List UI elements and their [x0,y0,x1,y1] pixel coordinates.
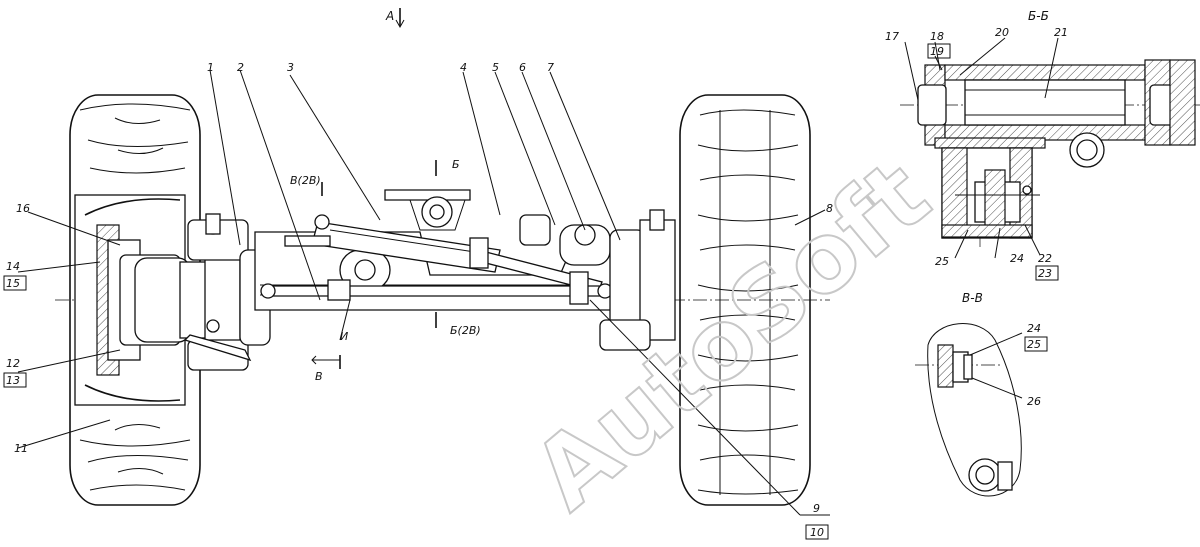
right-wheel [679,94,811,506]
callout-22: 22 [1038,252,1052,265]
callout-16: 16 [16,202,30,215]
callout-6: 6 [519,61,526,74]
callout-13: 13 [6,374,20,387]
mark-i: И [340,330,348,343]
left-hub-assembly [134,213,271,371]
callout-19-box [927,43,951,59]
callout-24: 24 [1010,252,1024,265]
callout-11: 11 [14,442,28,455]
section-markers [311,8,437,369]
callout-9: 9 [813,502,820,515]
callout-26: 26 [1027,395,1041,408]
callout-23: 23 [1038,267,1052,280]
section-bb-drawing [900,59,1200,250]
callout-10: 10 [810,526,824,539]
right-tire-tread [697,109,799,495]
callout-17: 17 [885,30,899,43]
callout-24-vv: 24 [1027,322,1041,335]
section-vv-title: В-В [962,291,983,305]
section-bb-title: Б-Б [1028,9,1049,23]
mark-v-bottom: В [315,370,323,383]
callout-13-box [3,372,27,388]
tie-rod [260,271,613,305]
leader-lines [17,69,830,516]
callout-3: 3 [287,61,294,74]
callout-21: 21 [1054,26,1068,39]
section-vv-leaders [969,332,1023,399]
callout-18: 18 [930,30,944,43]
callout-12: 12 [6,357,20,370]
callout-25-vv-box [1024,336,1048,352]
callout-20: 20 [995,26,1009,39]
callout-4: 4 [460,61,467,74]
callout-7: 7 [547,61,554,74]
watermark: AutoSoft [512,139,950,532]
view-a-label: А [385,9,394,23]
callout-8: 8 [826,202,833,215]
section-bb-leaders [904,37,1059,259]
left-tire-tread [79,103,191,491]
callout-2: 2 [237,61,244,74]
callout-25: 25 [935,255,949,268]
callout-14: 14 [6,260,20,273]
callout-19: 19 [930,45,944,58]
callout-1: 1 [207,61,214,74]
mark-v-top: В(2В) [290,174,321,187]
mark-b-bottom: Б(2В) [450,324,481,337]
callout-25-vv: 25 [1027,338,1041,351]
callout-10-box [805,524,829,540]
callout-15-box [3,275,27,291]
section-vv-drawing [915,323,1022,497]
mark-b-top: Б [452,158,460,171]
callout-15: 15 [6,277,20,290]
right-knuckle-assembly [519,209,676,351]
callout-23-box [1035,265,1059,281]
callout-5: 5 [492,61,499,74]
